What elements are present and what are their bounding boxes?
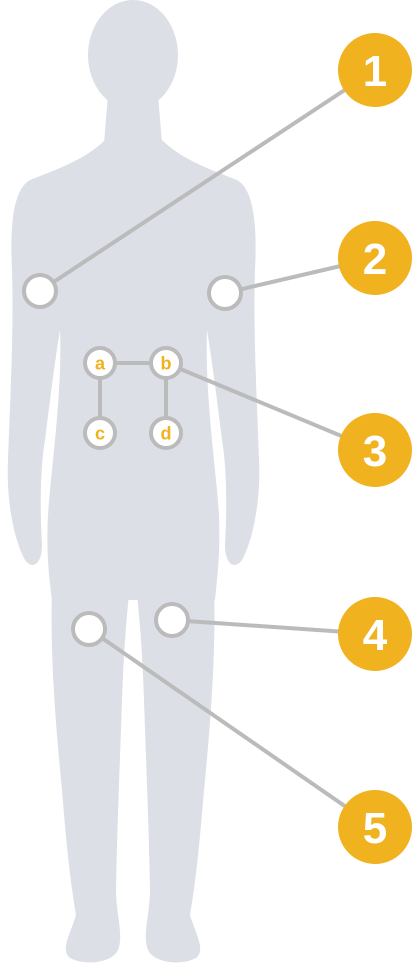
callout-3-number: 3	[363, 427, 387, 476]
callout-3: 3	[338, 413, 412, 487]
site-marker-upper-arm-left	[209, 277, 241, 309]
body-head	[88, 0, 178, 110]
callout-1-number: 1	[363, 47, 387, 96]
abdomen-site-b-label: b	[161, 354, 172, 374]
site-marker-upper-arm-right	[24, 275, 56, 307]
abdomen-site-b: b	[151, 348, 181, 378]
abdomen-site-c-label: c	[95, 424, 105, 444]
callout-4: 4	[338, 597, 412, 671]
callout-2-number: 2	[363, 235, 387, 284]
body-torso	[8, 140, 260, 600]
abdomen-site-d: d	[151, 418, 181, 448]
abdomen-site-d-label: d	[161, 424, 172, 444]
leader-line-5	[89, 629, 375, 827]
abdomen-site-c: c	[85, 418, 115, 448]
body-silhouette	[8, 0, 260, 962]
abdomen-site-a: a	[85, 348, 115, 378]
callout-5: 5	[338, 790, 412, 864]
callout-4-number: 4	[363, 611, 388, 660]
callout-2: 2	[338, 221, 412, 295]
callout-5-number: 5	[363, 804, 387, 853]
site-marker-thigh-left	[156, 604, 188, 636]
abdomen-site-a-label: a	[95, 354, 106, 374]
site-marker-thigh-right	[73, 613, 105, 645]
callout-1: 1	[338, 33, 412, 107]
callouts: 1 2 3 4 5	[338, 33, 412, 864]
